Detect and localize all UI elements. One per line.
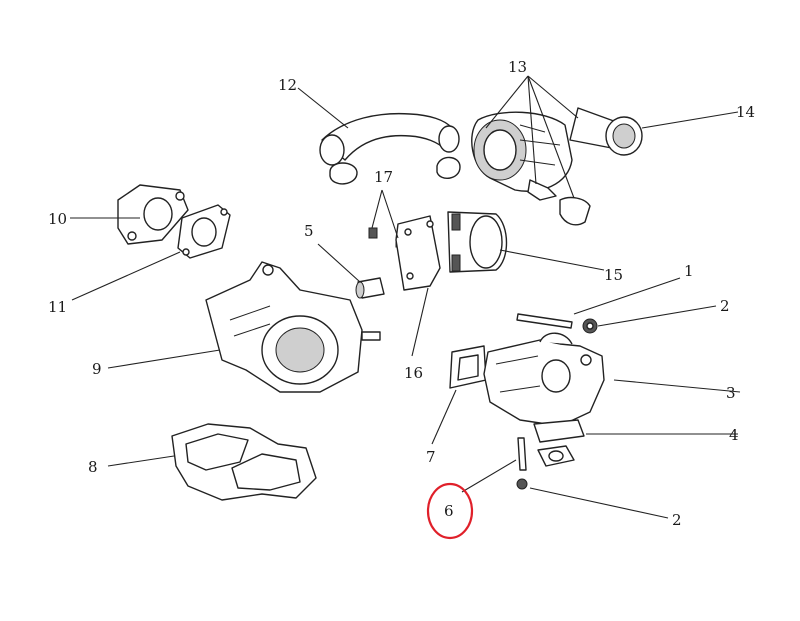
callout-13: 13: [508, 58, 527, 76]
leader-7: [431, 389, 457, 445]
part-2-nut-lower: [516, 478, 528, 490]
callout-labels: 1 2 3 4 2 5 6 7 8 9 10 11 12 13 14 15 16…: [48, 58, 755, 529]
part-4-gasket: [533, 419, 585, 467]
part-15-clamp: [447, 211, 508, 273]
leader-8: [107, 455, 175, 467]
leader-13c: [527, 75, 575, 199]
leader-1: [573, 277, 681, 315]
part-16-plate: [395, 215, 441, 291]
part-12-hose: [319, 112, 461, 185]
highlight-circle: [426, 482, 474, 540]
part-11-gasket: [177, 204, 231, 259]
leader-5: [317, 243, 361, 283]
callout-12: 12: [278, 76, 297, 94]
leader-3: [613, 379, 741, 393]
leader-14: [641, 111, 739, 129]
leader-15: [499, 249, 605, 271]
callout-11: 11: [48, 298, 67, 316]
part-10-flange: [117, 184, 189, 245]
leader-9: [107, 349, 221, 369]
callout-17: 17: [374, 168, 393, 186]
part-14-air-filter: [569, 107, 643, 156]
part-6-stud: [517, 437, 527, 471]
callout-3: 3: [726, 384, 736, 402]
part-3-manifold: [483, 332, 605, 427]
leader-17a: [371, 189, 383, 229]
leader-6: [461, 459, 517, 493]
part-8-gasket: [171, 423, 317, 501]
leader-13b: [527, 75, 537, 185]
leader-12: [297, 87, 349, 129]
callout-2-lower: 2: [672, 511, 682, 529]
part-9-housing: [205, 261, 381, 393]
part-13-turbocharger: [471, 111, 591, 226]
leader-13a: [485, 75, 529, 129]
leader-2-upper: [597, 305, 717, 327]
callout-10: 10: [48, 210, 67, 228]
part-2-nut-upper: [582, 318, 598, 334]
callout-16: 16: [404, 364, 423, 382]
leader-13d: [527, 75, 579, 119]
part-5-pin: [355, 277, 385, 299]
leader-11: [71, 251, 181, 301]
part-1-stud: [516, 313, 573, 329]
callout-1: 1: [684, 262, 694, 280]
leader-16: [411, 287, 429, 357]
callout-6: 6: [444, 502, 454, 520]
callout-15: 15: [604, 266, 623, 284]
part-7-gasket: [449, 345, 487, 389]
callout-7: 7: [426, 448, 436, 466]
leader-lines: [70, 75, 741, 519]
leader-17b: [381, 189, 399, 239]
callout-9: 9: [92, 360, 102, 378]
callout-2-upper: 2: [720, 297, 730, 315]
callout-5: 5: [304, 222, 314, 240]
callout-4: 4: [729, 426, 739, 444]
callout-14: 14: [736, 103, 755, 121]
callout-8: 8: [88, 458, 98, 476]
leader-2-lower: [529, 487, 669, 519]
